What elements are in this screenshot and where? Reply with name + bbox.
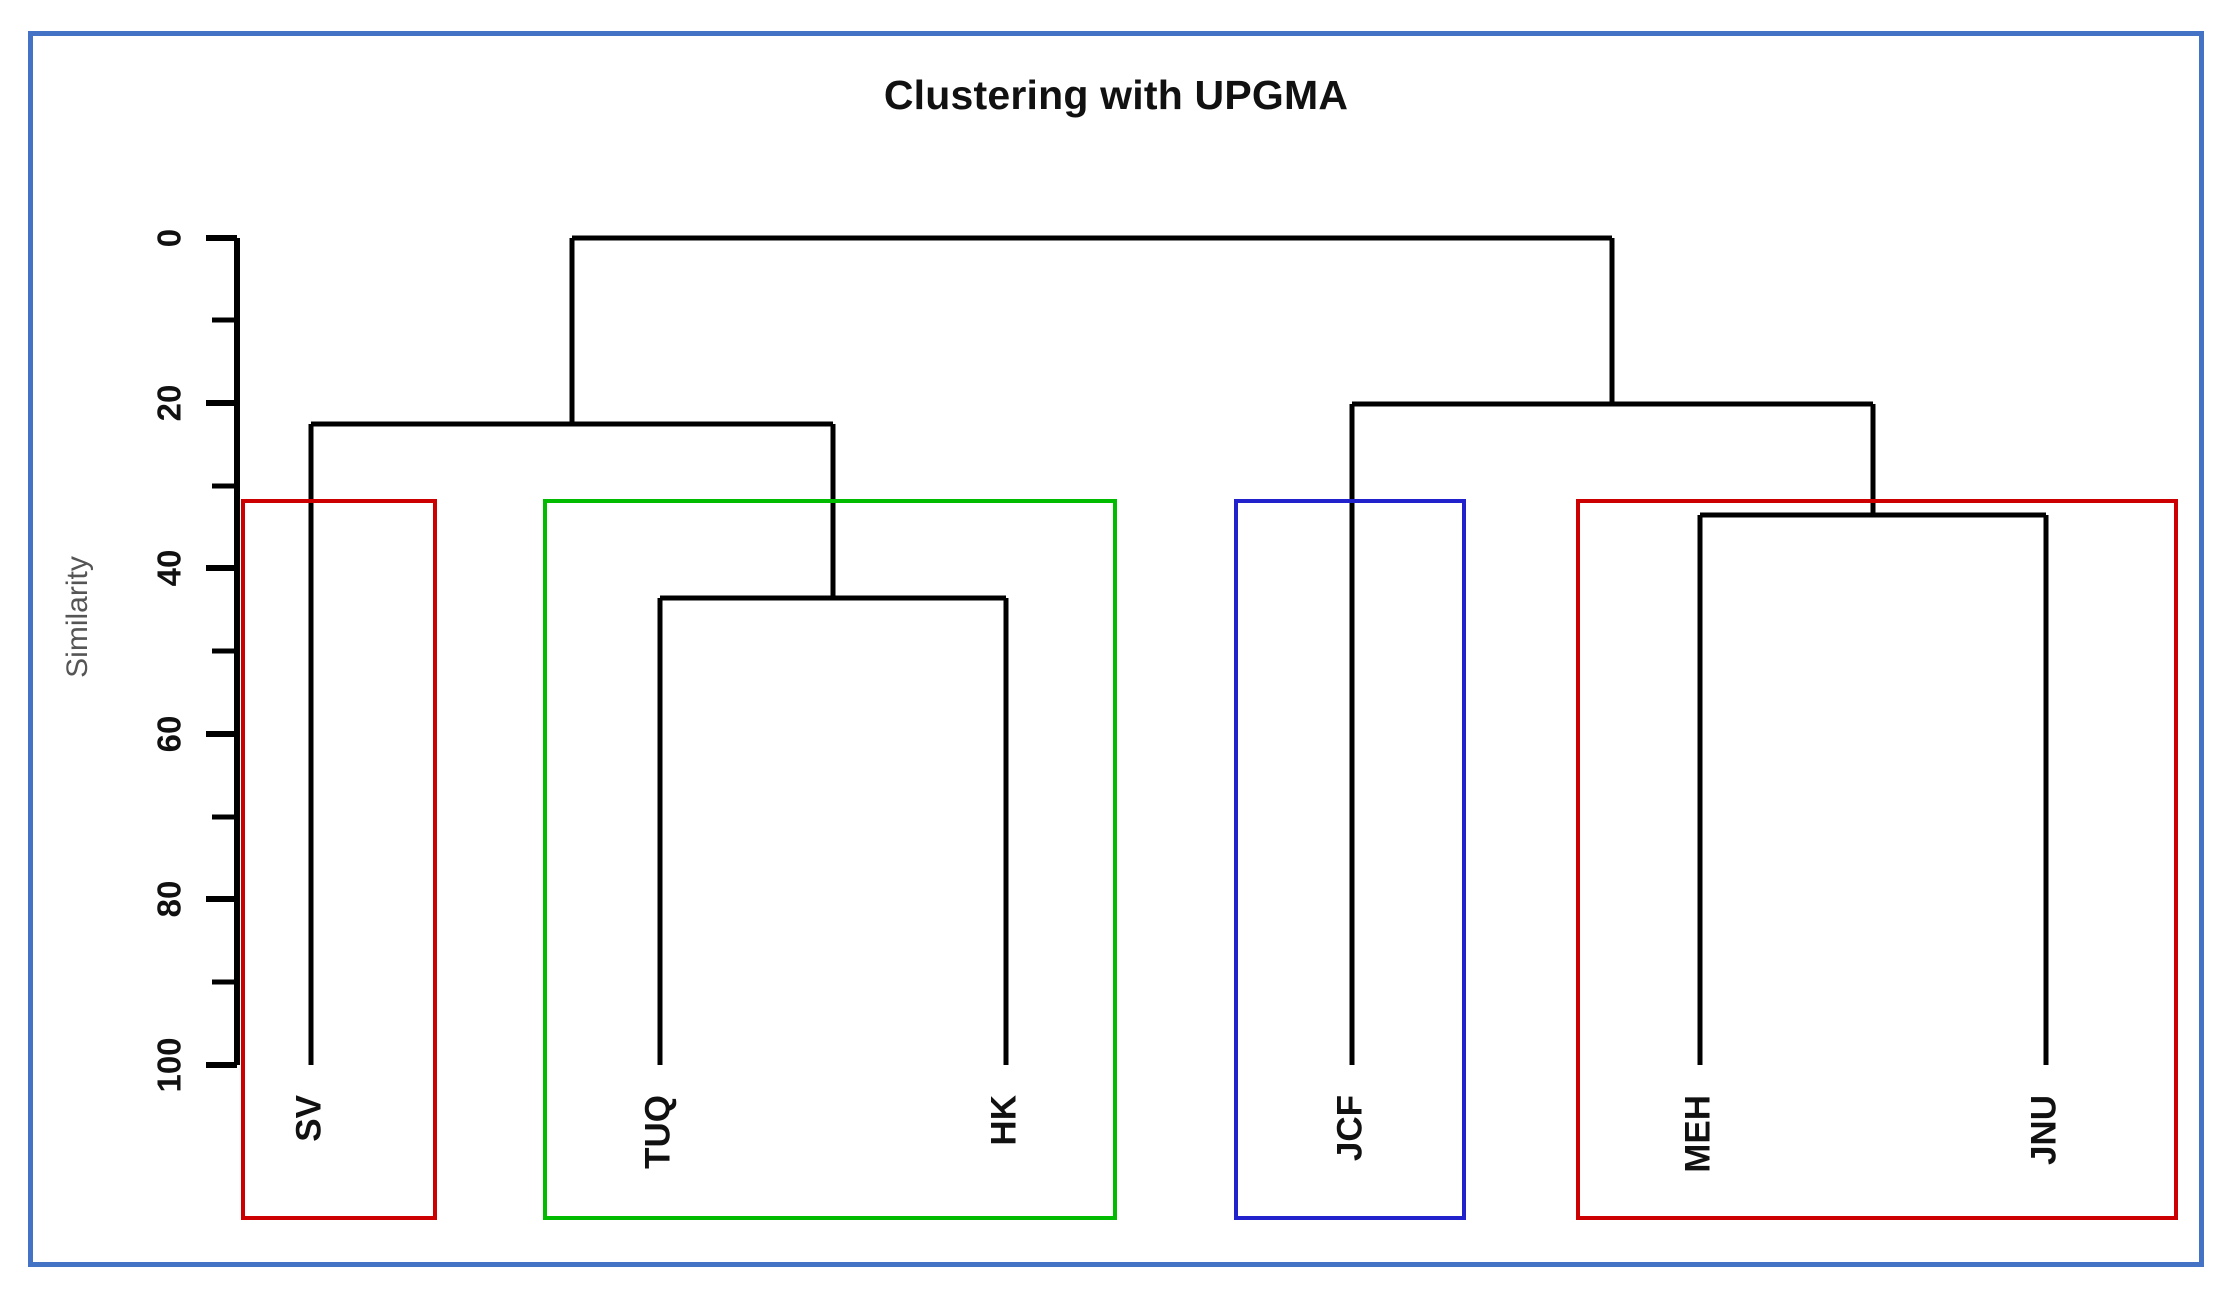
y-axis: 0 20 40 60 80 100 bbox=[151, 229, 240, 1093]
leaf-label-hk: HK bbox=[984, 1095, 1023, 1146]
cluster-box-2[interactable] bbox=[543, 499, 1117, 1220]
cluster-boxes bbox=[241, 499, 2178, 1220]
y-tick-label-100: 100 bbox=[151, 1037, 188, 1092]
leaf-label-sv: SV bbox=[289, 1094, 328, 1141]
leaf-labels: SV TUQ HK JCF MEH JNU bbox=[289, 1094, 2063, 1172]
y-tick-label-60: 60 bbox=[151, 716, 188, 753]
y-tick-label-0: 0 bbox=[151, 229, 188, 247]
cluster-box-3[interactable] bbox=[1234, 499, 1466, 1220]
y-tick-label-20: 20 bbox=[151, 385, 188, 422]
cluster-box-1[interactable] bbox=[241, 499, 437, 1220]
chart-title: Clustering with UPGMA bbox=[883, 72, 1349, 118]
cluster-box-4[interactable] bbox=[1576, 499, 2178, 1220]
leaf-label-jnu: JNU bbox=[2024, 1095, 2063, 1165]
dendrogram-tree bbox=[308, 235, 2049, 1065]
leaf-label-meh: MEH bbox=[1678, 1095, 1717, 1173]
y-tick-label-40: 40 bbox=[151, 550, 188, 587]
leaf-label-tuq: TUQ bbox=[638, 1095, 677, 1169]
leaf-label-jcf: JCF bbox=[1330, 1095, 1369, 1161]
y-tick-label-80: 80 bbox=[151, 881, 188, 918]
